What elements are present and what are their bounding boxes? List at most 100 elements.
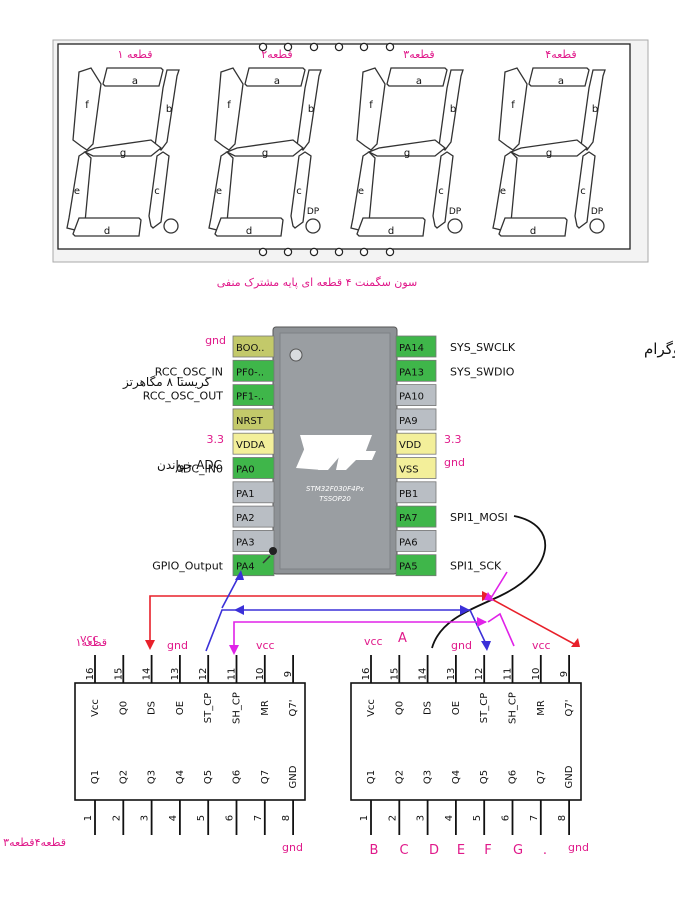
pushpin-icon [262, 547, 277, 564]
pin-name: PA6 [399, 537, 418, 548]
pin-hole [258, 247, 268, 257]
pin-number: 10 [531, 668, 542, 681]
sr-left-bottom-gnd: gnd [282, 841, 303, 854]
sr-right-vcc2: vcc [532, 639, 551, 652]
mcu-pin-pa9: PA9 [395, 408, 437, 431]
arrow-magenta-sck [484, 592, 494, 601]
pin-label: Q2 [394, 770, 405, 784]
signal-label: SPI1_SCK [450, 560, 502, 573]
pin-holes [258, 42, 395, 257]
mcu-pin-boo: BOO.. [232, 335, 275, 358]
pin-label: GND [564, 765, 575, 788]
segment-letter: a [132, 76, 138, 87]
pin-hole [334, 42, 344, 52]
wire-red-to-q7 [485, 595, 577, 646]
arrow-pa4 [235, 570, 244, 580]
pin-label: Q5 [479, 770, 490, 784]
pin-number: 15 [113, 668, 124, 681]
pin-hole [334, 247, 344, 257]
segment-f [72, 67, 102, 151]
program-note: مربوط به پروگرام [644, 340, 675, 359]
pin-hole [309, 42, 319, 52]
pin-number: 12 [198, 668, 209, 681]
segment-letter: b [308, 104, 314, 115]
segment-letter: d [388, 226, 394, 237]
pin-number: 1 [359, 815, 370, 821]
wires [145, 515, 580, 655]
mcu-pin-pa5: PA5 [395, 554, 437, 577]
pin-name: NRST [236, 416, 264, 427]
output-letter-4: E [457, 843, 465, 858]
sr-left-gnd: gnd [167, 639, 188, 652]
pin-name: PA5 [399, 562, 418, 573]
wire-red-bus [149, 595, 486, 643]
segment-letter: e [74, 186, 80, 197]
signal-label: SYS_SWCLK [450, 341, 516, 354]
segment-letter: c [154, 186, 160, 197]
segment-letter: d [104, 226, 110, 237]
segment-letter: a [558, 76, 564, 87]
pin-number: 2 [111, 815, 122, 821]
pin-label: DS [423, 701, 434, 715]
pin-number: 2 [387, 815, 398, 821]
pin-number: 8 [281, 815, 292, 821]
arrow-blue-left [234, 605, 244, 615]
pin-hole [258, 42, 268, 52]
pin-label: Q5 [203, 770, 214, 784]
output-letter-3: D [429, 843, 439, 858]
pin-name: PA14 [399, 343, 424, 354]
mcu-pin-pa10: PA10 [395, 384, 437, 407]
sr-left-vcc: vcc [80, 632, 99, 645]
pin-label: Q0 [394, 701, 405, 715]
segment-letter: g [262, 148, 268, 159]
sr-right-gnd: gnd [451, 639, 472, 652]
segment-d [356, 217, 426, 237]
adc-note: ADC خواندن [157, 458, 222, 473]
mcu-part-name: STM32F030F4Px [306, 485, 365, 493]
arrow-blue-right [460, 605, 470, 615]
pin-hole [359, 42, 369, 52]
pin-number: 12 [474, 668, 485, 681]
signal-label: ADC_IN0 [175, 463, 223, 476]
mcu-pin-pa0: PA0 [232, 457, 275, 479]
vdda-note: 3.3 [207, 433, 225, 446]
segment-f [498, 67, 528, 151]
pin-number: 6 [225, 815, 236, 821]
ic-body [74, 682, 306, 801]
pin-label: ST_CP [479, 693, 490, 723]
pin-number: 8 [557, 815, 568, 821]
segment-b [438, 69, 464, 151]
segment-letter: c [580, 186, 586, 197]
pin-name: VDD [399, 440, 422, 451]
pin-name: PA10 [399, 392, 424, 403]
pin-number: 13 [170, 668, 181, 681]
pin-name: PA2 [236, 513, 255, 524]
pin-name: PA1 [236, 489, 255, 500]
segment-d [72, 217, 142, 237]
signal-label: RCC_OSC_OUT [143, 390, 223, 403]
pin-name: BOO.. [236, 343, 264, 354]
mcu-pin-pa14: PA14 [395, 335, 437, 358]
segment-letter: e [216, 186, 222, 197]
decimal-point [163, 218, 179, 234]
segment-f [356, 67, 386, 151]
pin-label: ST_CP [203, 693, 214, 723]
mcu-pin-vss: VSS [395, 457, 437, 479]
segment-letter: g [404, 148, 410, 159]
pin-hole [385, 247, 395, 257]
pin-hole [359, 247, 369, 257]
segment-letter: f [85, 100, 89, 111]
pin-number: 7 [253, 815, 264, 821]
sr-left-digit1: قطعه۱ [76, 636, 107, 649]
segment-letter: f [511, 100, 515, 111]
arrow-magenta-mid [477, 617, 487, 627]
signal-label: GPIO_Output [152, 560, 223, 573]
mcu-chip: STM32F030F4Px TSSOP20 BOO..PF0-..PF1-..N… [143, 326, 516, 577]
pin-number: 3 [416, 815, 427, 821]
pin-label: SH_CP [232, 692, 243, 724]
segment-b [296, 69, 322, 151]
segment-c [574, 151, 596, 229]
